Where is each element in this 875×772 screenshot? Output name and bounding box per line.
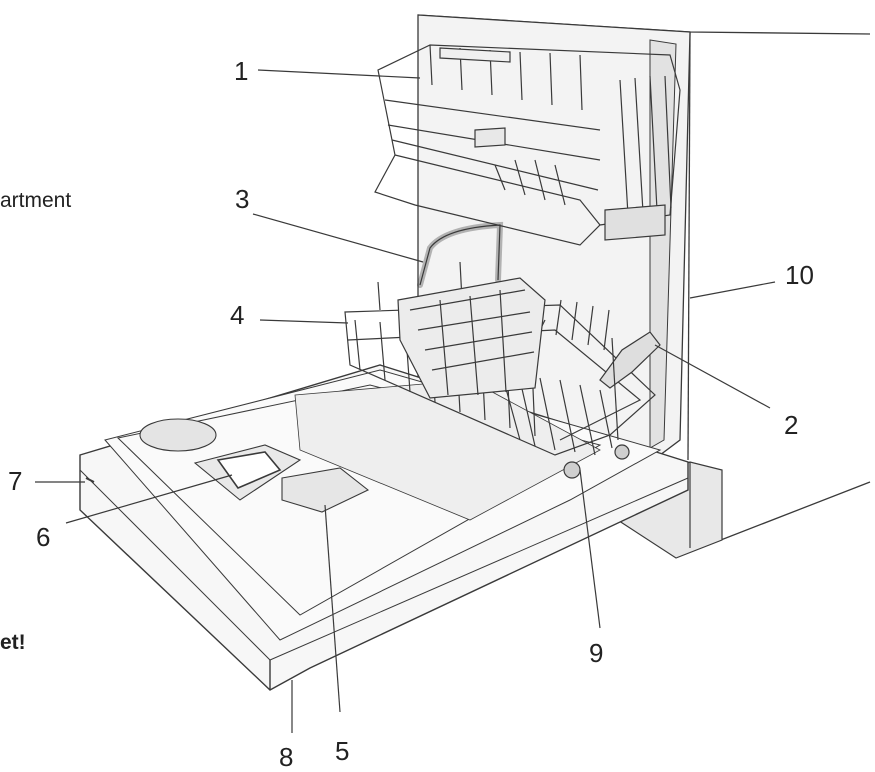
- callout-5: 5: [335, 736, 350, 766]
- callout-6: 6: [36, 522, 51, 552]
- lower-basket: [344, 261, 656, 479]
- callout-leaders: [35, 69, 776, 733]
- callout-10: 10: [785, 260, 814, 290]
- callout-4: 4: [230, 300, 245, 330]
- upper-basket: [374, 44, 681, 246]
- spray-arm: [599, 331, 661, 441]
- callout-8: 8: [279, 742, 294, 772]
- compartment-text-fragment: artment: [0, 189, 72, 212]
- door-components: [85, 418, 370, 513]
- callout-3: 3: [235, 184, 250, 214]
- callout-1: 1: [234, 56, 249, 86]
- callout-7: 7: [8, 466, 23, 496]
- callout-9: 9: [589, 638, 604, 668]
- callout-2: 2: [784, 410, 799, 440]
- note-text-fragment: et!: [0, 631, 26, 654]
